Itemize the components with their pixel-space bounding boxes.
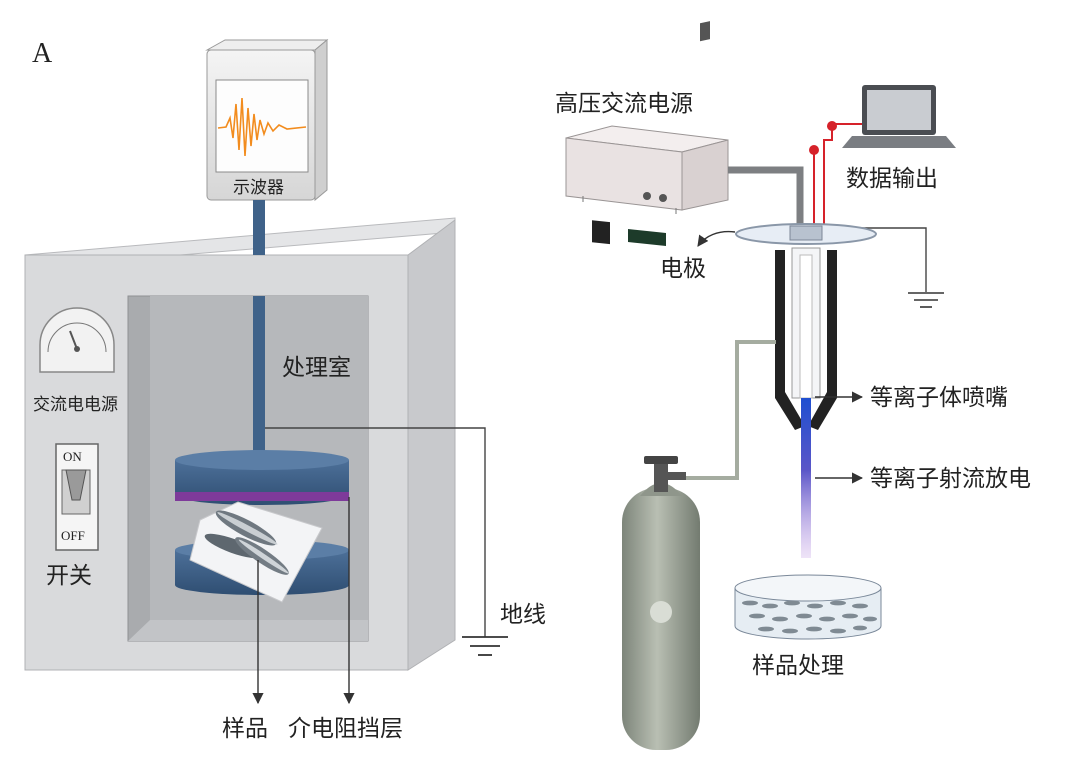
jet-label: 等离子射流放电 <box>870 466 1031 492</box>
plasma-jet <box>801 398 811 558</box>
switch-off-text: OFF <box>61 528 85 543</box>
sample-treatment-label: 样品处理 <box>752 653 844 679</box>
dielectric-layer <box>175 492 349 501</box>
electrode-arrow <box>697 230 736 247</box>
dbd-apparatus: 示波器 <box>24 38 546 742</box>
ground-wire <box>265 427 486 637</box>
sample-dish <box>734 574 882 640</box>
gas-cylinder-icon <box>622 456 700 750</box>
ground-label: 地线 <box>500 602 546 628</box>
ground-wire-right <box>860 227 927 292</box>
plasma-jet-apparatus: 高压交流电源 数据输出 <box>555 21 1031 750</box>
ac-meter-icon <box>39 307 115 373</box>
power-supply-icon <box>565 21 729 246</box>
switch-label: 开关 <box>46 563 92 589</box>
oscilloscope-icon <box>205 38 329 202</box>
fish-icon <box>204 510 289 575</box>
ground-icon-right <box>908 292 944 308</box>
chamber-floor <box>128 620 368 641</box>
gas-line <box>683 340 776 480</box>
hv-power-label: 高压交流电源 <box>555 91 693 117</box>
laptop-icon <box>842 85 956 148</box>
toggle-switch-icon <box>55 443 99 551</box>
chamber-label: 处理室 <box>282 355 351 381</box>
housing-side <box>407 219 456 671</box>
ac-power-label: 交流电电源 <box>33 395 118 415</box>
sample-label: 样品 <box>222 716 268 742</box>
panel-label: A <box>32 38 53 69</box>
nozzle-body <box>775 247 837 430</box>
ground-icon <box>462 636 508 656</box>
sample-bag <box>189 501 323 603</box>
data-output-label: 数据输出 <box>846 166 938 192</box>
hv-cable <box>728 166 804 230</box>
probe-rod-upper <box>253 200 265 255</box>
switch-on-text: ON <box>63 449 82 464</box>
oscilloscope-label: 示波器 <box>233 178 284 198</box>
data-wire-1 <box>823 123 862 230</box>
dielectric-label: 介电阻挡层 <box>288 716 403 742</box>
nozzle-label: 等离子体喷嘴 <box>870 385 1008 411</box>
electrode-label: 电极 <box>660 256 706 282</box>
probe-rod-lower <box>253 296 265 456</box>
fish-school-icon <box>742 600 877 634</box>
